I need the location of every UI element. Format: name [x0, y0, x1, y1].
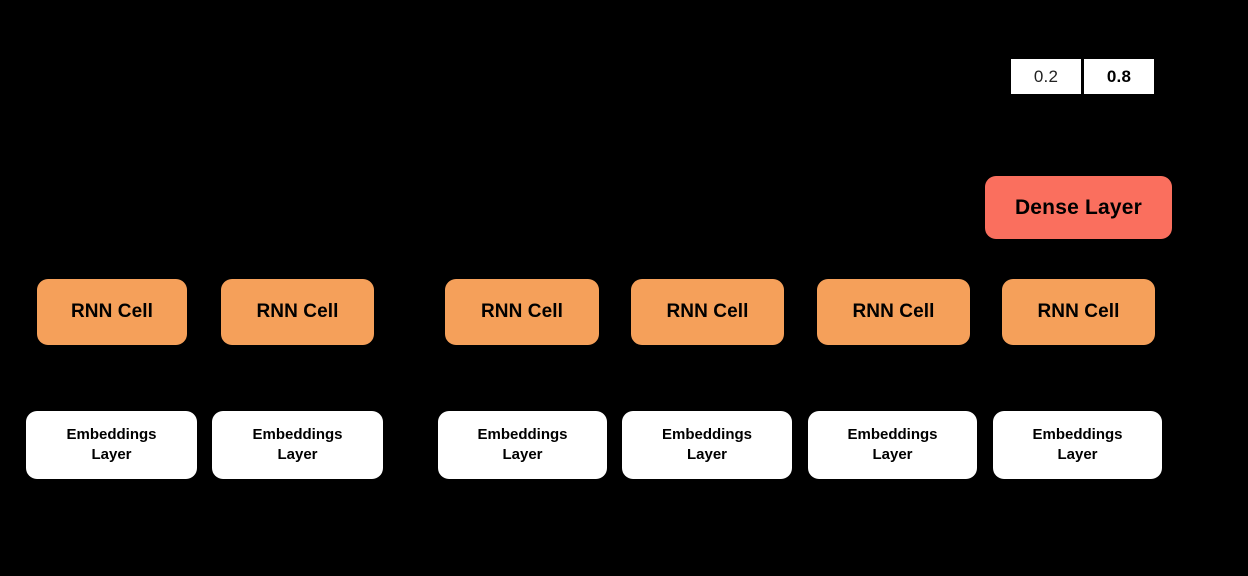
embeddings-layer-2-line1: Embeddings	[252, 425, 343, 443]
embeddings-layer-2-line2: Layer	[277, 446, 318, 463]
output-cell-divider	[1081, 59, 1084, 94]
output-probability-table: 0.2 0.8	[1011, 59, 1154, 94]
output-cell-1[interactable]: 0.8	[1084, 59, 1154, 94]
embeddings-layer-6-line2: Layer	[1057, 446, 1098, 463]
rnn-cell-3[interactable]: RNN Cell	[445, 279, 599, 345]
embeddings-layer-1-line1: Embeddings	[66, 425, 157, 443]
rnn-cell-5[interactable]: RNN Cell	[817, 279, 970, 345]
rnn-cell-1[interactable]: RNN Cell	[37, 279, 187, 345]
rnn-cell-2[interactable]: RNN Cell	[221, 279, 374, 345]
embeddings-layer-3[interactable]: Embeddings Layer	[438, 411, 607, 479]
embeddings-layer-4-line2: Layer	[686, 446, 728, 463]
embeddings-layer-row: Embeddings Layer Embeddings Layer Embedd…	[0, 411, 1248, 479]
rnn-cell-4[interactable]: RNN Cell	[631, 279, 784, 345]
embeddings-layer-6-line1: Embeddings	[1032, 425, 1123, 443]
embeddings-layer-4[interactable]: Embeddings Layer	[622, 411, 792, 479]
embeddings-layer-5-line1: Embeddings	[847, 425, 938, 443]
embeddings-layer-5[interactable]: Embeddings Layer	[808, 411, 977, 479]
embeddings-layer-1[interactable]: Embeddings Layer	[26, 411, 197, 479]
embeddings-layer-2[interactable]: Embeddings Layer	[212, 411, 383, 479]
embeddings-layer-3-line1: Embeddings	[477, 425, 568, 443]
dense-layer-block[interactable]: Dense Layer	[985, 176, 1172, 239]
output-cell-0[interactable]: 0.2	[1011, 59, 1081, 94]
rnn-cell-6[interactable]: RNN Cell	[1002, 279, 1155, 345]
embeddings-layer-6[interactable]: Embeddings Layer	[993, 411, 1162, 479]
embeddings-layer-3-line2: Layer	[502, 446, 543, 463]
embeddings-layer-5-line2: Layer	[872, 446, 913, 463]
embeddings-layer-4-line1: Embeddings	[661, 425, 752, 443]
embeddings-layer-1-line2: Layer	[91, 446, 132, 463]
rnn-cell-row: RNN Cell RNN Cell RNN Cell RNN Cell RNN …	[0, 279, 1248, 345]
